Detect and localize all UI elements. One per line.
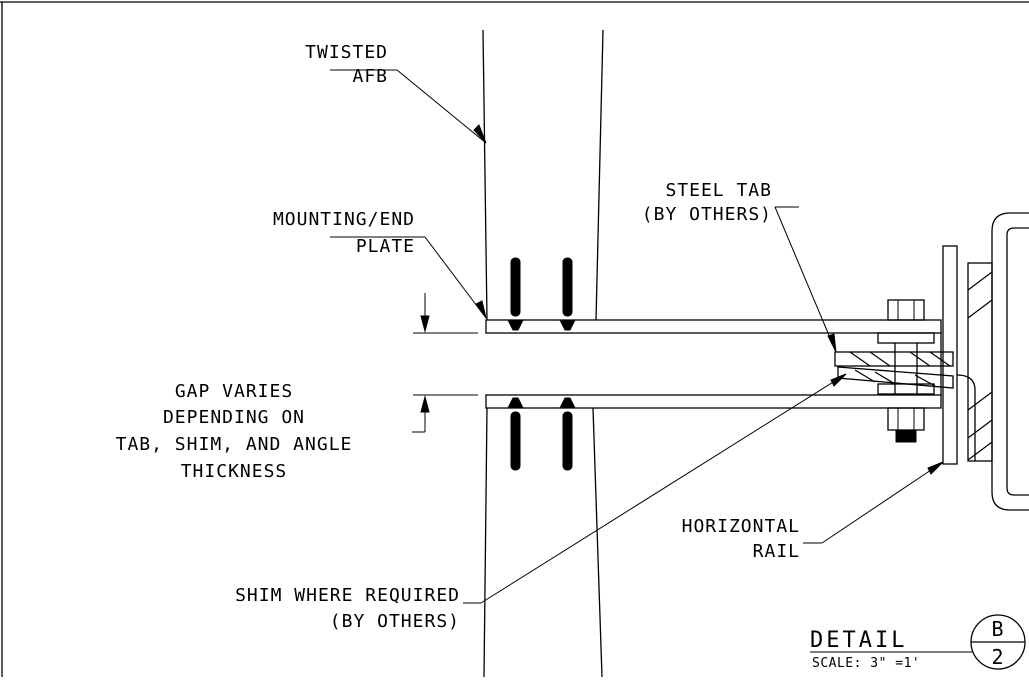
mounting-plate-lower xyxy=(485,394,942,409)
label-twisted-afb-1: TWISTED xyxy=(305,42,388,63)
horizontal-rail xyxy=(956,212,1029,511)
detail-letter: B xyxy=(991,617,1004,641)
label-gap-varies-4: THICKNESS xyxy=(181,461,288,482)
afb-blade-outline xyxy=(482,29,604,678)
leader-shim xyxy=(463,373,847,604)
leader-horizontal-rail xyxy=(803,461,944,544)
screw-upper-left xyxy=(507,257,524,331)
mounting-plate-upper xyxy=(485,319,942,334)
label-horizontal-rail-1: HORIZONTAL xyxy=(682,516,800,537)
label-steel-tab-2: (BY OTHERS) xyxy=(642,204,772,225)
label-twisted-afb-2: AFB xyxy=(352,66,388,87)
leader-steel-tab xyxy=(774,206,837,353)
label-mounting-plate-2: PLATE xyxy=(356,236,415,257)
label-steel-tab-1: STEEL TAB xyxy=(665,180,772,201)
label-shim-2: (BY OTHERS) xyxy=(330,611,460,632)
angle-bracket xyxy=(940,245,958,465)
label-gap-varies-1: GAP VARIES xyxy=(175,381,293,402)
label-shim-1: SHIM WHERE REQUIRED xyxy=(235,585,460,606)
bolt-assembly xyxy=(877,299,935,443)
detail-title: DETAIL xyxy=(810,628,907,653)
screw-lower-left xyxy=(507,397,524,471)
screw-lower-right xyxy=(559,397,576,471)
steel-tab xyxy=(834,351,954,389)
leader-mounting-plate xyxy=(330,236,487,319)
screw-upper-right xyxy=(559,257,576,331)
label-gap-varies-2: DEPENDING ON xyxy=(163,407,305,428)
label-gap-varies-3: TAB, SHIM, AND ANGLE xyxy=(116,434,353,455)
detail-title-block: DETAIL SCALE: 3" =1' B 2 xyxy=(810,614,1026,671)
leader-twisted-afb xyxy=(330,69,487,144)
label-horizontal-rail-2: RAIL xyxy=(753,541,800,562)
label-mounting-plate-1: MOUNTING/END xyxy=(273,209,415,230)
detail-scale: SCALE: 3" =1' xyxy=(812,656,920,671)
gap-dimension xyxy=(412,293,478,433)
detail-sheet-number: 2 xyxy=(991,645,1004,669)
